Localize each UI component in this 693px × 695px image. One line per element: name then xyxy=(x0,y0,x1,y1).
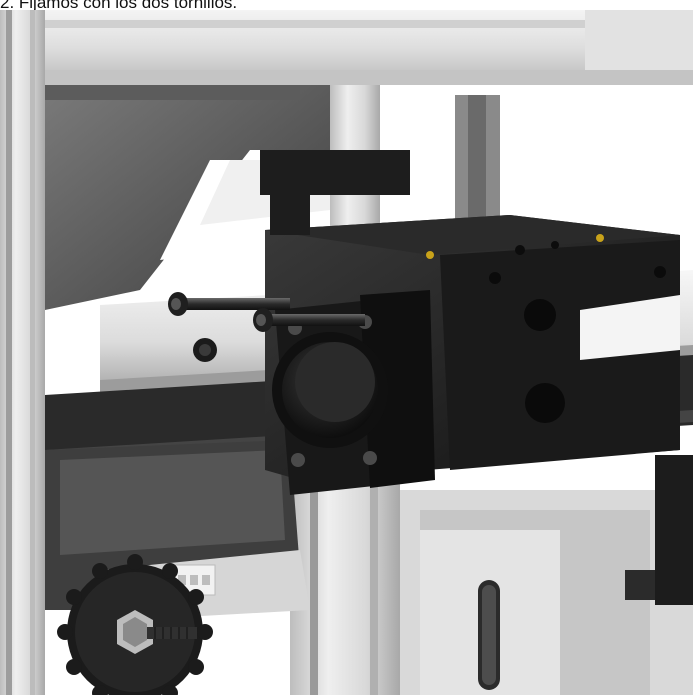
step-caption: 2. Fijamos con los dos tornillos. xyxy=(0,0,238,12)
screw-right xyxy=(253,308,365,332)
tension-knob xyxy=(57,554,213,695)
cooling-fan xyxy=(272,290,435,495)
aluminum-frame xyxy=(0,10,693,695)
assembly-render xyxy=(0,10,693,695)
endstop-block xyxy=(625,455,693,605)
belt-clamp xyxy=(260,150,410,235)
screw-left xyxy=(168,292,290,316)
